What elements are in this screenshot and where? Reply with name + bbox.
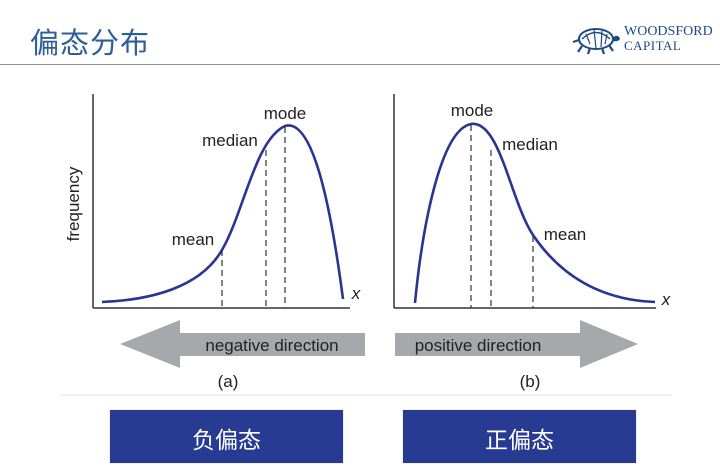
- header-divider: [0, 64, 720, 65]
- left-x-label: x: [351, 284, 361, 303]
- right-median-label: median: [502, 135, 558, 154]
- turtle-icon: [572, 28, 620, 55]
- negative-skew-button[interactable]: 负偏态: [110, 410, 343, 463]
- left-mean-label: mean: [172, 230, 215, 249]
- positive-skew-button[interactable]: 正偏态: [403, 410, 636, 463]
- right-mean-label: mean: [544, 225, 587, 244]
- woodsford-logo: WOODSFORD CAPITAL: [572, 22, 713, 58]
- right-x-label: x: [661, 290, 671, 309]
- positive-direction-arrow: [395, 320, 638, 368]
- logo-line2: CAPITAL: [624, 38, 682, 53]
- left-caption: (a): [218, 372, 239, 391]
- negative-direction-arrow: [120, 320, 365, 368]
- negative-direction-label: negative direction: [205, 336, 338, 355]
- right-panel: x mode median mean positive direction (b…: [393, 94, 671, 391]
- right-caption: (b): [520, 372, 541, 391]
- left-median-label: median: [202, 131, 258, 150]
- page-title: 偏态分布: [30, 26, 151, 60]
- left-curve: [101, 124, 345, 304]
- right-mode-label: mode: [451, 101, 494, 120]
- left-mode-label: mode: [264, 104, 307, 123]
- left-y-label: frequency: [64, 166, 83, 241]
- right-curve: [413, 122, 656, 304]
- positive-direction-label: positive direction: [415, 336, 542, 355]
- left-panel: frequency x mode median mean negative di…: [64, 94, 365, 391]
- logo-line1: WOODSFORD: [624, 24, 713, 39]
